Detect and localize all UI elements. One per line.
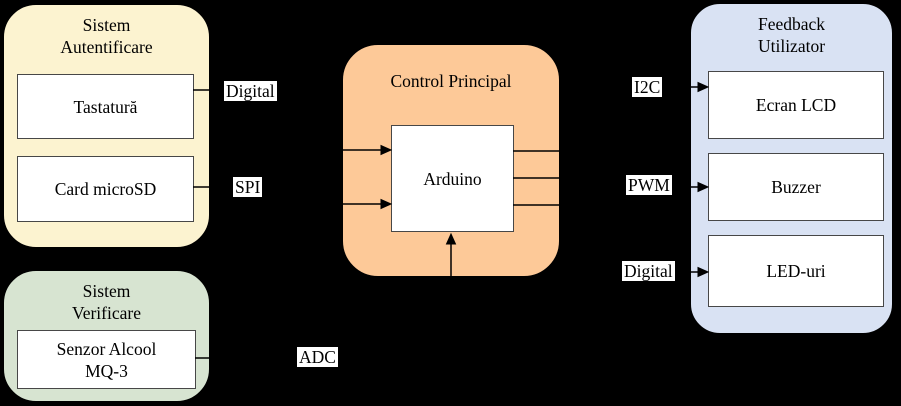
edge-label-i2c: I2C bbox=[632, 77, 663, 97]
node-led-uri: LED-uri bbox=[708, 235, 884, 307]
group-title-control-principal: Control Principal bbox=[390, 71, 512, 91]
edge-label-pwm: PWM bbox=[626, 175, 672, 195]
node-card-microsd: Card microSD bbox=[17, 156, 194, 222]
edge-label-digital-right: Digital bbox=[622, 261, 675, 281]
node-arduino: Arduino bbox=[391, 125, 514, 232]
group-sistem-autentificare: Sistem Autentificare Tastatură Card micr… bbox=[3, 4, 210, 248]
edge-label-digital-left: Digital bbox=[224, 81, 277, 101]
group-control-principal: Control Principal Arduino bbox=[342, 44, 560, 277]
group-title-sistem-autentificare: Sistem Autentificare bbox=[60, 15, 153, 57]
group-feedback-utilizator: Feedback Utilizator Ecran LCD Buzzer LED… bbox=[690, 3, 893, 334]
node-tastatura: Tastatură bbox=[17, 74, 194, 139]
group-title-feedback-utilizator: Feedback Utilizator bbox=[757, 14, 826, 56]
node-buzzer: Buzzer bbox=[708, 153, 884, 221]
edge-label-spi: SPI bbox=[233, 177, 263, 197]
group-sistem-verificare: Sistem Verificare Senzor Alcool MQ-3 bbox=[3, 270, 210, 402]
node-ecran-lcd: Ecran LCD bbox=[708, 71, 884, 139]
edge-label-adc: ADC bbox=[297, 347, 338, 367]
node-senzor-alcool-mq3: Senzor Alcool MQ-3 bbox=[17, 330, 196, 389]
group-title-sistem-verificare: Sistem Verificare bbox=[72, 281, 141, 323]
